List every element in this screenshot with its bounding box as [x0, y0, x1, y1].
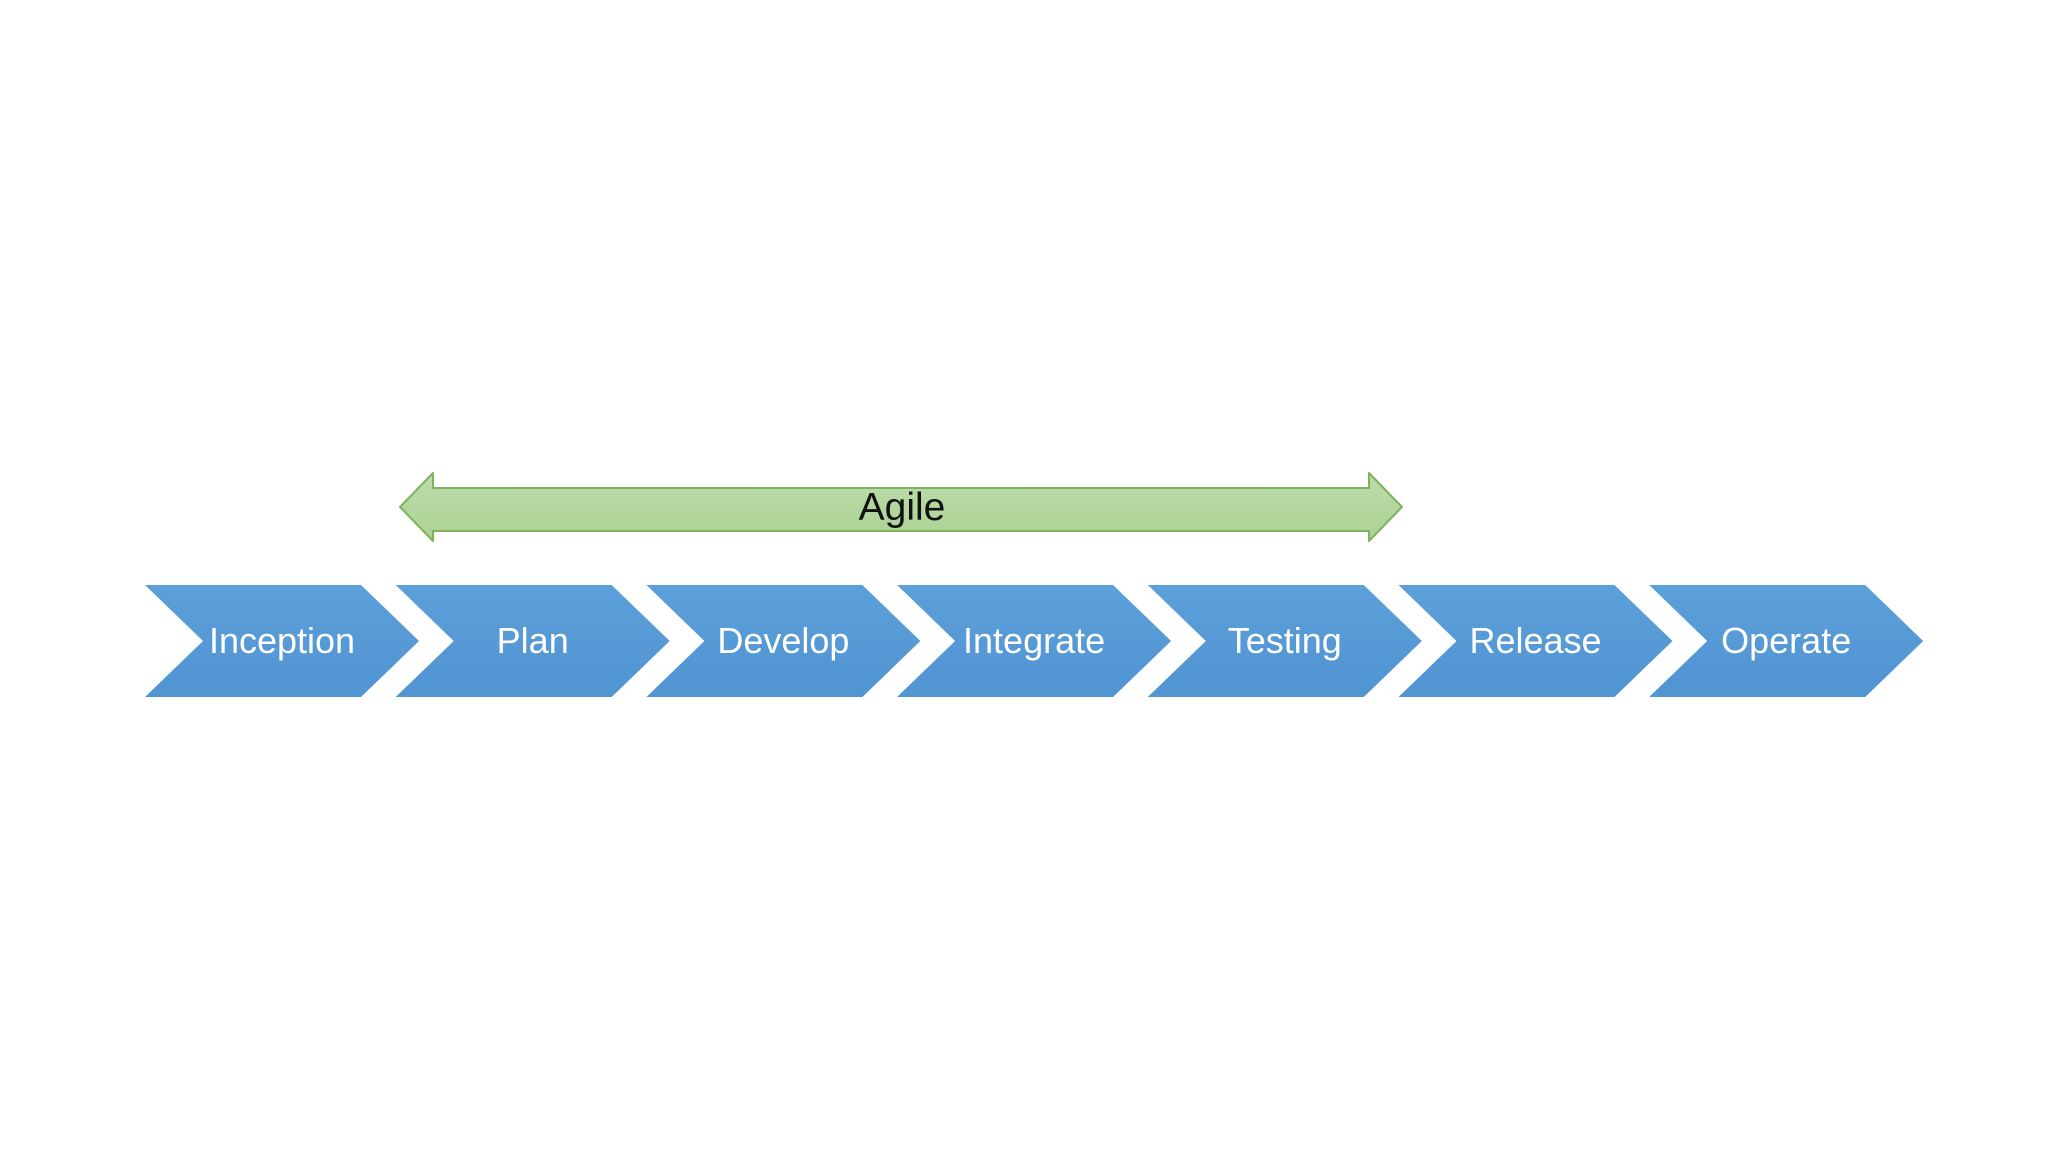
double-arrow-graphic — [399, 472, 1403, 542]
agile-range-arrow: Agile — [399, 472, 1405, 542]
stage-chevron-integrate: Integrate — [897, 585, 1172, 697]
stage-label: Plan — [496, 620, 569, 661]
stage-label: Operate — [1721, 620, 1852, 661]
stage-label: Integrate — [963, 620, 1106, 661]
process-flow-row: Inception Plan Develop Integrate Testing… — [0, 585, 2048, 697]
stage-chevron-develop: Develop — [646, 585, 921, 697]
stage-chevron-testing: Testing — [1147, 585, 1422, 697]
stage-label: Develop — [717, 620, 850, 661]
stage-chevron-plan: Plan — [395, 585, 670, 697]
double-arrow-shape — [399, 472, 1403, 542]
stage-label: Testing — [1227, 620, 1342, 661]
stage-chevron-inception: Inception — [145, 585, 419, 697]
stage-chevron-operate: Operate — [1649, 585, 1924, 697]
stage-label: Inception — [208, 620, 356, 661]
stage-label: Release — [1469, 620, 1602, 661]
stage-chevron-release: Release — [1398, 585, 1673, 697]
